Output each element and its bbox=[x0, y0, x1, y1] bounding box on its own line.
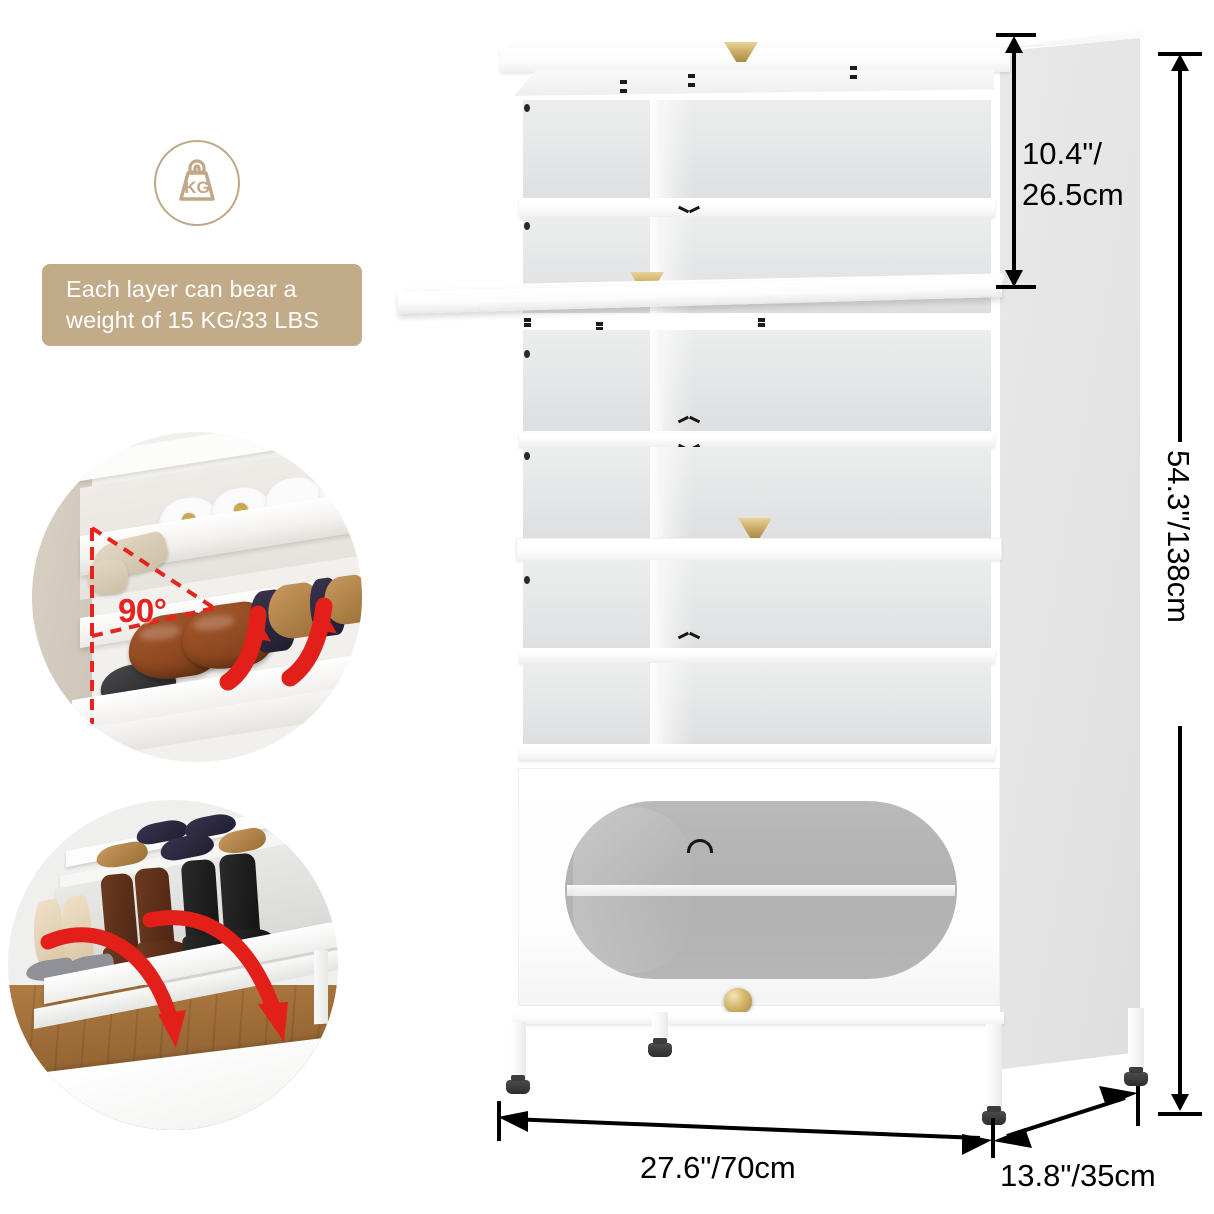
dim-line-top bbox=[1012, 40, 1016, 284]
dim-tick-depth-b bbox=[1136, 1086, 1140, 1126]
tier-4-divider bbox=[650, 447, 663, 543]
door-hinge-b bbox=[596, 322, 603, 331]
tier-6-recess bbox=[523, 663, 991, 749]
inset-drop-down-photo bbox=[8, 800, 338, 1130]
hinge-mark-2 bbox=[688, 74, 695, 87]
cabinet-base-board bbox=[514, 1012, 1004, 1024]
foot-back-left bbox=[648, 1038, 672, 1057]
cabinet-crown-board bbox=[500, 48, 1010, 72]
door-hinge-c bbox=[758, 318, 765, 327]
bracket-arc-1 bbox=[687, 839, 713, 853]
dim-arrow-height-down bbox=[1171, 1094, 1189, 1111]
hinge-mark-1 bbox=[620, 80, 627, 93]
dim-tick-height-b bbox=[1158, 1112, 1202, 1116]
bracket-dot-3 bbox=[524, 350, 530, 358]
round-knob-bottom[interactable] bbox=[724, 988, 752, 1014]
dim-line-height-upper bbox=[1178, 58, 1182, 442]
dim-tick-width-a bbox=[497, 1101, 501, 1141]
shelf-board-2 bbox=[519, 431, 995, 447]
bracket-chevron-4 bbox=[678, 634, 700, 643]
dim-tick-depth-a bbox=[991, 1118, 995, 1158]
dim-line-height-lower bbox=[1178, 726, 1182, 1108]
leg-back-right bbox=[1128, 1008, 1144, 1076]
bracket-chevron-2 bbox=[678, 418, 700, 427]
leg-front-right bbox=[986, 1024, 1002, 1116]
dim-line-width bbox=[498, 1111, 992, 1155]
tier-5-recess bbox=[523, 560, 991, 660]
tier-5-divider bbox=[650, 560, 663, 660]
kg-weight-glyph: KG bbox=[179, 159, 215, 201]
shelf-board-4 bbox=[519, 744, 995, 760]
foot-front-left bbox=[506, 1075, 530, 1094]
dim-arrow-height-up bbox=[1171, 54, 1189, 71]
flip-door-front-mid[interactable] bbox=[516, 538, 1002, 560]
dim-arrow-top-down bbox=[1005, 270, 1023, 287]
svg-text:KG: KG bbox=[184, 178, 210, 197]
inset-drop-down bbox=[8, 800, 338, 1130]
dim-arrow-top-up bbox=[1005, 36, 1023, 53]
leg-front-left bbox=[510, 1022, 526, 1084]
ninety-degree-annotation bbox=[90, 526, 338, 724]
inset-open-angle-photo: 90° bbox=[32, 432, 362, 762]
bracket-dot-5 bbox=[524, 576, 530, 584]
hinge-mark-3 bbox=[850, 66, 857, 79]
drop-down-arrows bbox=[40, 910, 288, 1048]
bracket-dot-1 bbox=[524, 104, 530, 112]
bracket-dot-4 bbox=[524, 452, 530, 460]
dim-tick-top-b bbox=[996, 285, 1036, 289]
weight-capacity-line2: weight of 15 KG/33 LBS bbox=[66, 307, 320, 333]
tier-3-divider bbox=[650, 330, 663, 434]
bottom-glass-door[interactable] bbox=[518, 768, 1000, 1006]
dim-depth-label: 13.8"/35cm bbox=[1000, 1158, 1156, 1193]
tier-1-recess bbox=[523, 100, 991, 212]
angle-label: 90° bbox=[118, 592, 167, 629]
bracket-chevron-1 bbox=[678, 208, 700, 217]
inset-open-angle: 90° bbox=[32, 432, 362, 762]
cabinet-side-panel bbox=[995, 38, 1140, 1070]
weight-kg-icon: KG bbox=[154, 140, 240, 226]
dim-width-label: 27.6"/70cm bbox=[640, 1150, 796, 1185]
weight-capacity-line1: Each layer can bear a bbox=[66, 276, 297, 302]
tier-1-divider bbox=[650, 100, 663, 212]
dim-tick-top-a bbox=[996, 33, 1036, 37]
foot-back-right bbox=[1124, 1067, 1148, 1086]
shelf-board-3 bbox=[519, 648, 995, 663]
frosted-glass-pane bbox=[565, 801, 957, 979]
shelf-board-1 bbox=[519, 198, 995, 217]
bracket-dot-2 bbox=[524, 222, 530, 230]
dim-height-label: 54.3"/138cm bbox=[1161, 450, 1196, 623]
tier-6-divider bbox=[650, 663, 663, 749]
dim-top-label-line1: 10.4"/ bbox=[1022, 136, 1102, 171]
dim-top-label-line2: 26.5cm bbox=[1022, 177, 1124, 212]
tier-3-recess bbox=[523, 330, 991, 434]
dim-line-depth bbox=[993, 1086, 1138, 1148]
door-hinge-a bbox=[524, 318, 531, 327]
weight-capacity-banner: Each layer can bear a weight of 15 KG/33… bbox=[42, 264, 362, 346]
